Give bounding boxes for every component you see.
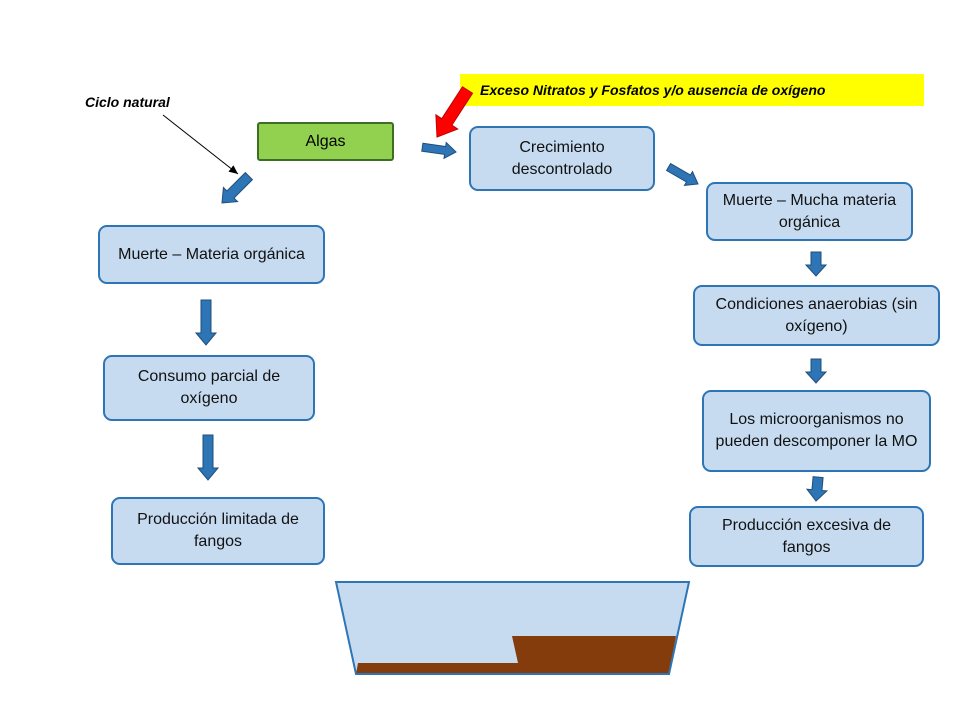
excess-nutrients-banner: Exceso Nitratos y Fosfatos y/o ausencia … bbox=[460, 74, 924, 106]
sedimentation-tank bbox=[334, 581, 691, 675]
left-node-organic-matter: Muerte – Materia orgánica bbox=[98, 225, 325, 284]
flow-arrow-icon bbox=[665, 162, 699, 187]
left-node-limited-sludge: Producción limitada de fangos bbox=[111, 497, 325, 565]
warning-arrow-icon bbox=[435, 86, 474, 138]
tank-outline bbox=[334, 581, 691, 675]
natural-cycle-pointer bbox=[162, 114, 239, 175]
flow-arrow-icon bbox=[194, 299, 218, 346]
excess-nutrients-text: Exceso Nitratos y Fosfatos y/o ausencia … bbox=[480, 82, 826, 98]
right-node-microorganisms: Los microorganismos no pueden descompone… bbox=[702, 390, 931, 472]
right-node-uncontrolled-growth: Crecimiento descontrolado bbox=[469, 126, 655, 191]
right-node-much-organic-matter: Muerte – Mucha materia orgánica bbox=[706, 182, 913, 241]
algae-node: Algas bbox=[257, 122, 394, 161]
sludge-layer bbox=[356, 636, 676, 674]
flow-arrow-icon bbox=[804, 358, 828, 384]
flow-arrow-icon bbox=[221, 171, 254, 204]
flow-arrow-icon bbox=[421, 141, 457, 160]
right-node-anaerobic-conditions: Condiciones anaerobias (sin oxígeno) bbox=[693, 285, 940, 346]
flow-arrow-icon bbox=[804, 251, 828, 277]
flow-arrow-icon bbox=[196, 434, 220, 481]
left-node-oxygen-consumption: Consumo parcial de oxígeno bbox=[103, 355, 315, 421]
right-node-excessive-sludge: Producción excesiva de fangos bbox=[689, 506, 924, 567]
flow-arrow-icon bbox=[805, 476, 829, 502]
natural-cycle-label: Ciclo natural bbox=[85, 94, 170, 110]
